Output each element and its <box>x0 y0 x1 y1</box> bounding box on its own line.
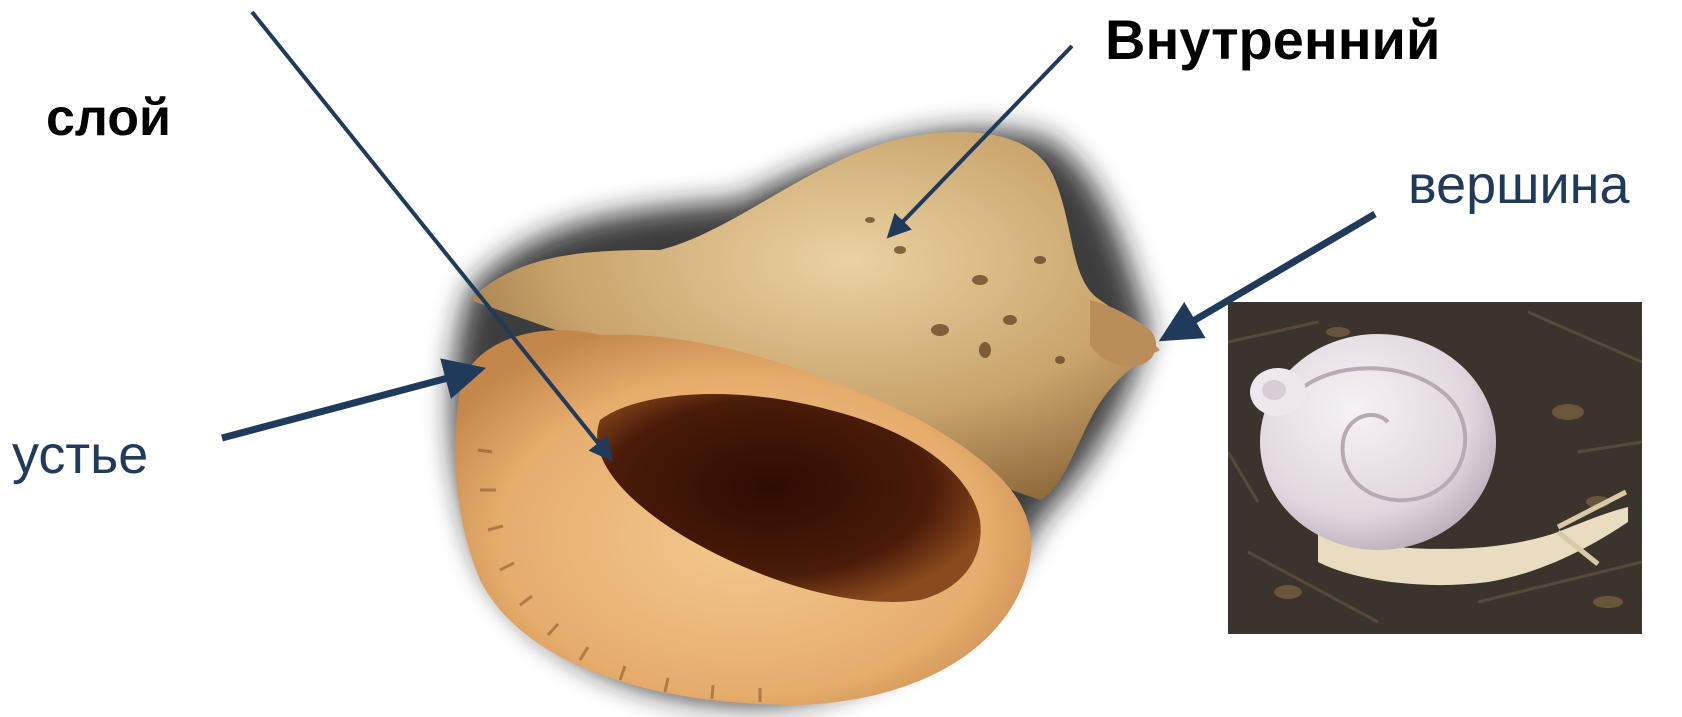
snail-image <box>1228 302 1642 634</box>
arrow-aperture <box>222 370 478 438</box>
snail-photo <box>1228 302 1642 634</box>
